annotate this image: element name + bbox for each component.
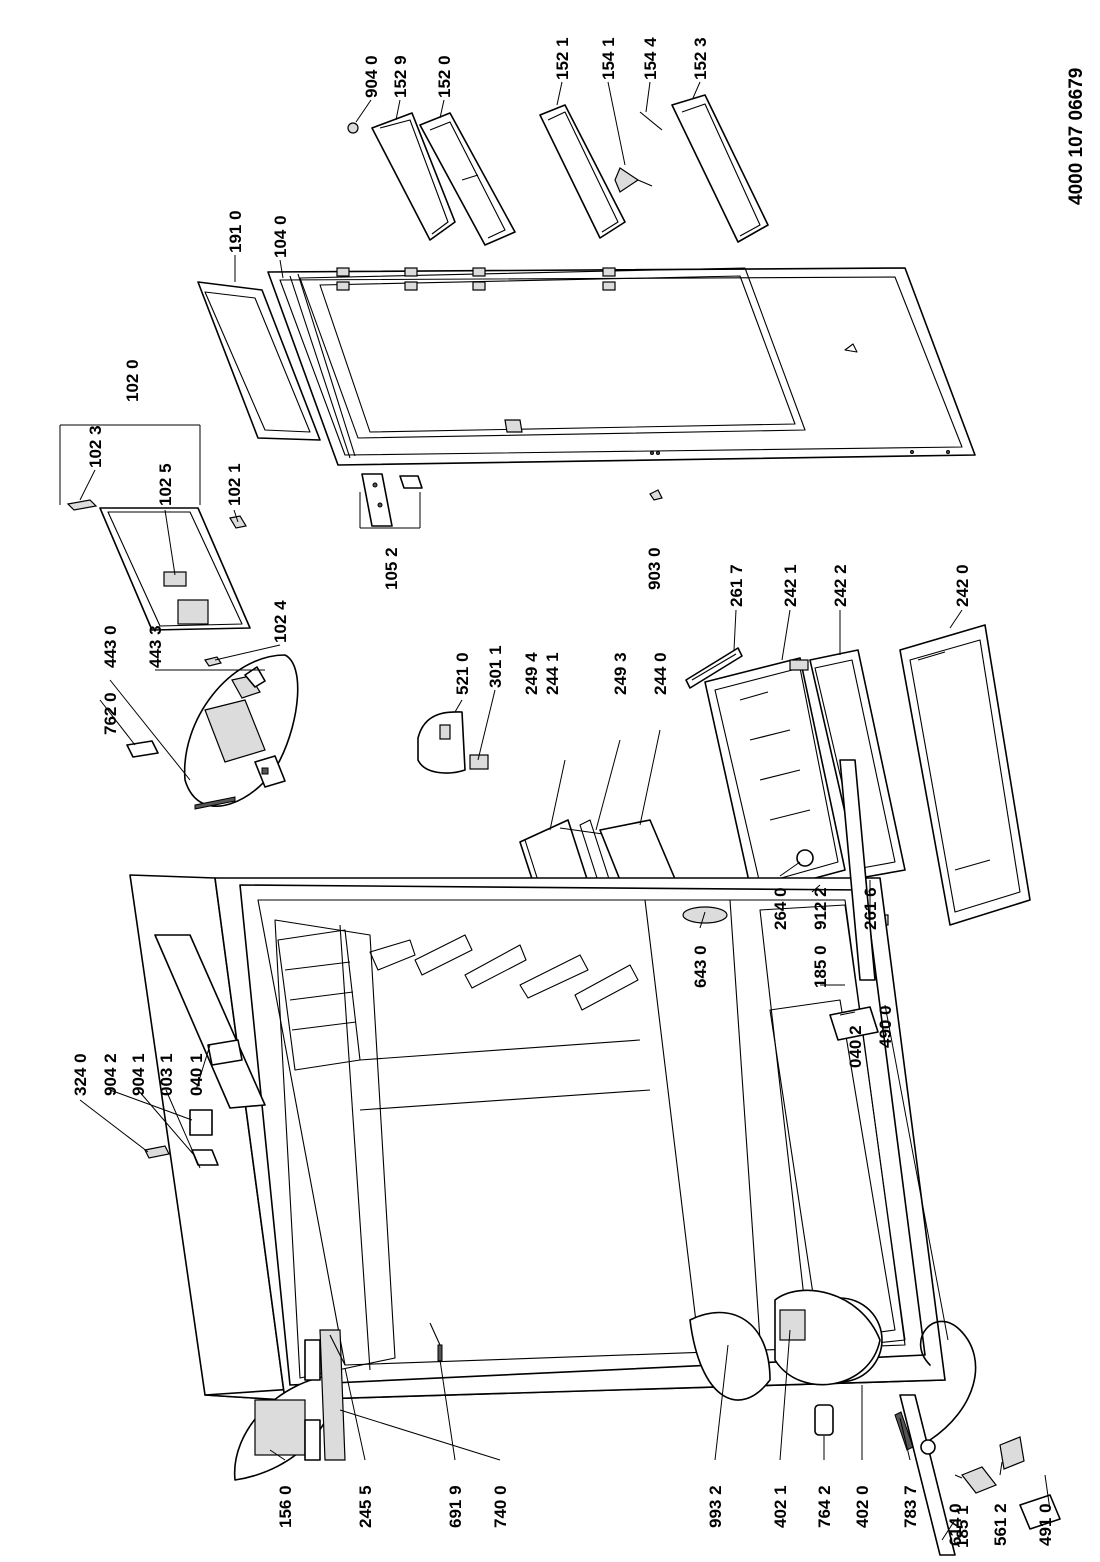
label-191-0: 191 0: [226, 210, 245, 253]
cabinet: [129, 874, 946, 1401]
top-cover: [59, 424, 251, 667]
label-105-2: 105 2: [382, 547, 401, 590]
label-152-0: 152 0: [435, 55, 454, 98]
label-561-2: 561 2: [991, 1503, 1010, 1546]
label-152-3: 152 3: [691, 37, 710, 80]
label-245-5: 245 5: [356, 1485, 375, 1528]
label-104-0: 104 0: [271, 215, 290, 258]
part-labels: 4000 107 06679 904 0 152 9 152 0 152 1 1…: [71, 37, 1087, 1548]
label-261-7: 261 7: [727, 564, 746, 607]
label-185-1: 185 1: [953, 1505, 972, 1548]
label-903-0: 903 0: [645, 547, 664, 590]
label-643-0: 643 0: [691, 945, 710, 988]
label-102-5: 102 5: [156, 463, 175, 506]
label-152-1: 152 1: [553, 37, 572, 80]
label-904-0: 904 0: [362, 55, 381, 98]
label-244-0: 244 0: [651, 652, 670, 695]
label-324-0: 324 0: [71, 1053, 90, 1096]
drawers: [685, 624, 1031, 933]
door-gasket: [197, 281, 321, 441]
label-783-7: 783 7: [901, 1485, 920, 1528]
label-040-1: 040 1: [187, 1053, 206, 1096]
label-691-9: 691 9: [446, 1485, 465, 1528]
label-156-0: 156 0: [276, 1485, 295, 1528]
door-bins: [347, 94, 769, 246]
small-part-903: [649, 489, 663, 501]
label-993-2: 993 2: [706, 1485, 725, 1528]
label-102-0: 102 0: [123, 359, 142, 402]
label-443-3: 443 3: [146, 625, 165, 668]
label-003-1: 003 1: [157, 1053, 176, 1096]
label-249-3: 249 3: [611, 652, 630, 695]
label-301-1: 301 1: [486, 645, 505, 688]
label-614-0: 614 0: [946, 1503, 965, 1546]
label-443-0: 443 0: [101, 625, 120, 668]
label-521-0: 521 0: [453, 652, 472, 695]
label-904-1: 904 1: [129, 1053, 148, 1096]
label-912-2: 912 2: [811, 887, 830, 930]
label-764-2: 764 2: [815, 1485, 834, 1528]
leader-lines: [79, 81, 1051, 1541]
label-154-1: 154 1: [599, 37, 618, 80]
door-panel: [267, 267, 976, 466]
back-panel-parts: [144, 759, 1061, 1556]
document-code: 4000 107 06679: [1066, 68, 1087, 205]
label-102-3: 102 3: [86, 425, 105, 468]
label-154-4: 154 4: [641, 37, 660, 80]
label-261-6: 261 6: [861, 887, 880, 930]
label-244-1: 244 1: [543, 652, 562, 695]
label-762-0: 762 0: [101, 692, 120, 735]
label-249-4: 249 4: [522, 652, 541, 695]
label-740-0: 740 0: [491, 1485, 510, 1528]
label-264-0: 264 0: [771, 887, 790, 930]
label-185-0: 185 0: [811, 945, 830, 988]
label-242-0: 242 0: [953, 564, 972, 607]
fan-assembly: [126, 654, 299, 810]
label-102-4: 102 4: [271, 600, 290, 643]
label-402-1: 402 1: [771, 1485, 790, 1528]
label-904-2: 904 2: [101, 1053, 120, 1096]
label-490-0: 490 0: [876, 1005, 895, 1048]
label-402-0: 402 0: [853, 1485, 872, 1528]
label-040-2: 040 2: [846, 1025, 865, 1068]
label-491-0: 491 0: [1036, 1503, 1055, 1546]
label-242-2: 242 2: [831, 564, 850, 607]
lower-hinge: [359, 473, 423, 529]
label-152-9: 152 9: [391, 55, 410, 98]
label-102-1: 102 1: [225, 463, 244, 506]
label-242-1: 242 1: [781, 564, 800, 607]
